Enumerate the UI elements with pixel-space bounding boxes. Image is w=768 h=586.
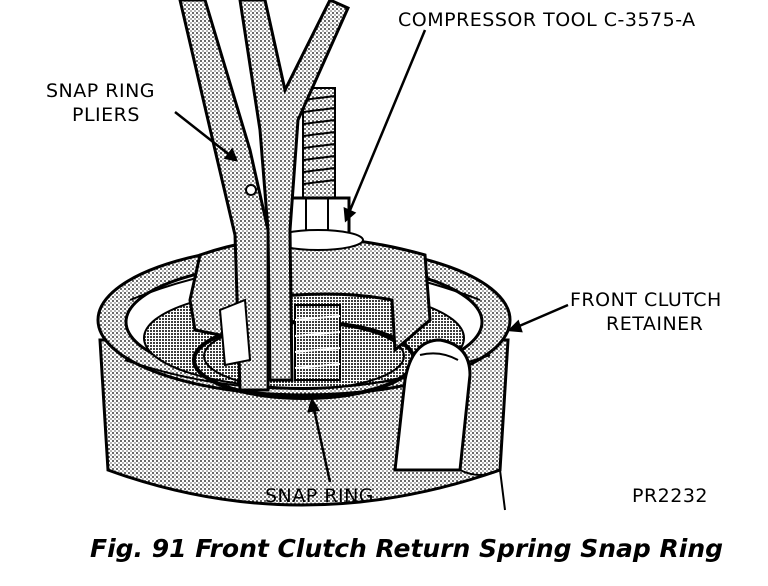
technician-thumb [393, 338, 506, 511]
label-snap-ring-pliers-line-1: SNAP RING [46, 80, 156, 102]
label-compressor-tool: COMPRESSOR TOOL C-3575-A [398, 9, 696, 31]
label-front-clutch-retainer-line-2: RETAINER [606, 313, 704, 335]
snap-ring-pliers [178, 0, 350, 392]
label-snap-ring-pliers-line-2: PLIERS [72, 104, 140, 126]
compressor-threaded-shaft [283, 87, 351, 236]
label-front-clutch-retainer: FRONT CLUTCH RETAINER [570, 288, 722, 336]
figure-caption: Fig. 91 Front Clutch Return Spring Snap … [90, 534, 724, 563]
figure-code: PR2232 [632, 485, 709, 507]
label-front-clutch-retainer-line-1: FRONT CLUTCH [570, 289, 722, 311]
return-spring [294, 304, 341, 381]
leader-lines [174, 29, 569, 483]
label-snap-ring-pliers: SNAP RING PLIERS [46, 79, 155, 127]
label-snap-ring: SNAP RING [265, 485, 375, 507]
